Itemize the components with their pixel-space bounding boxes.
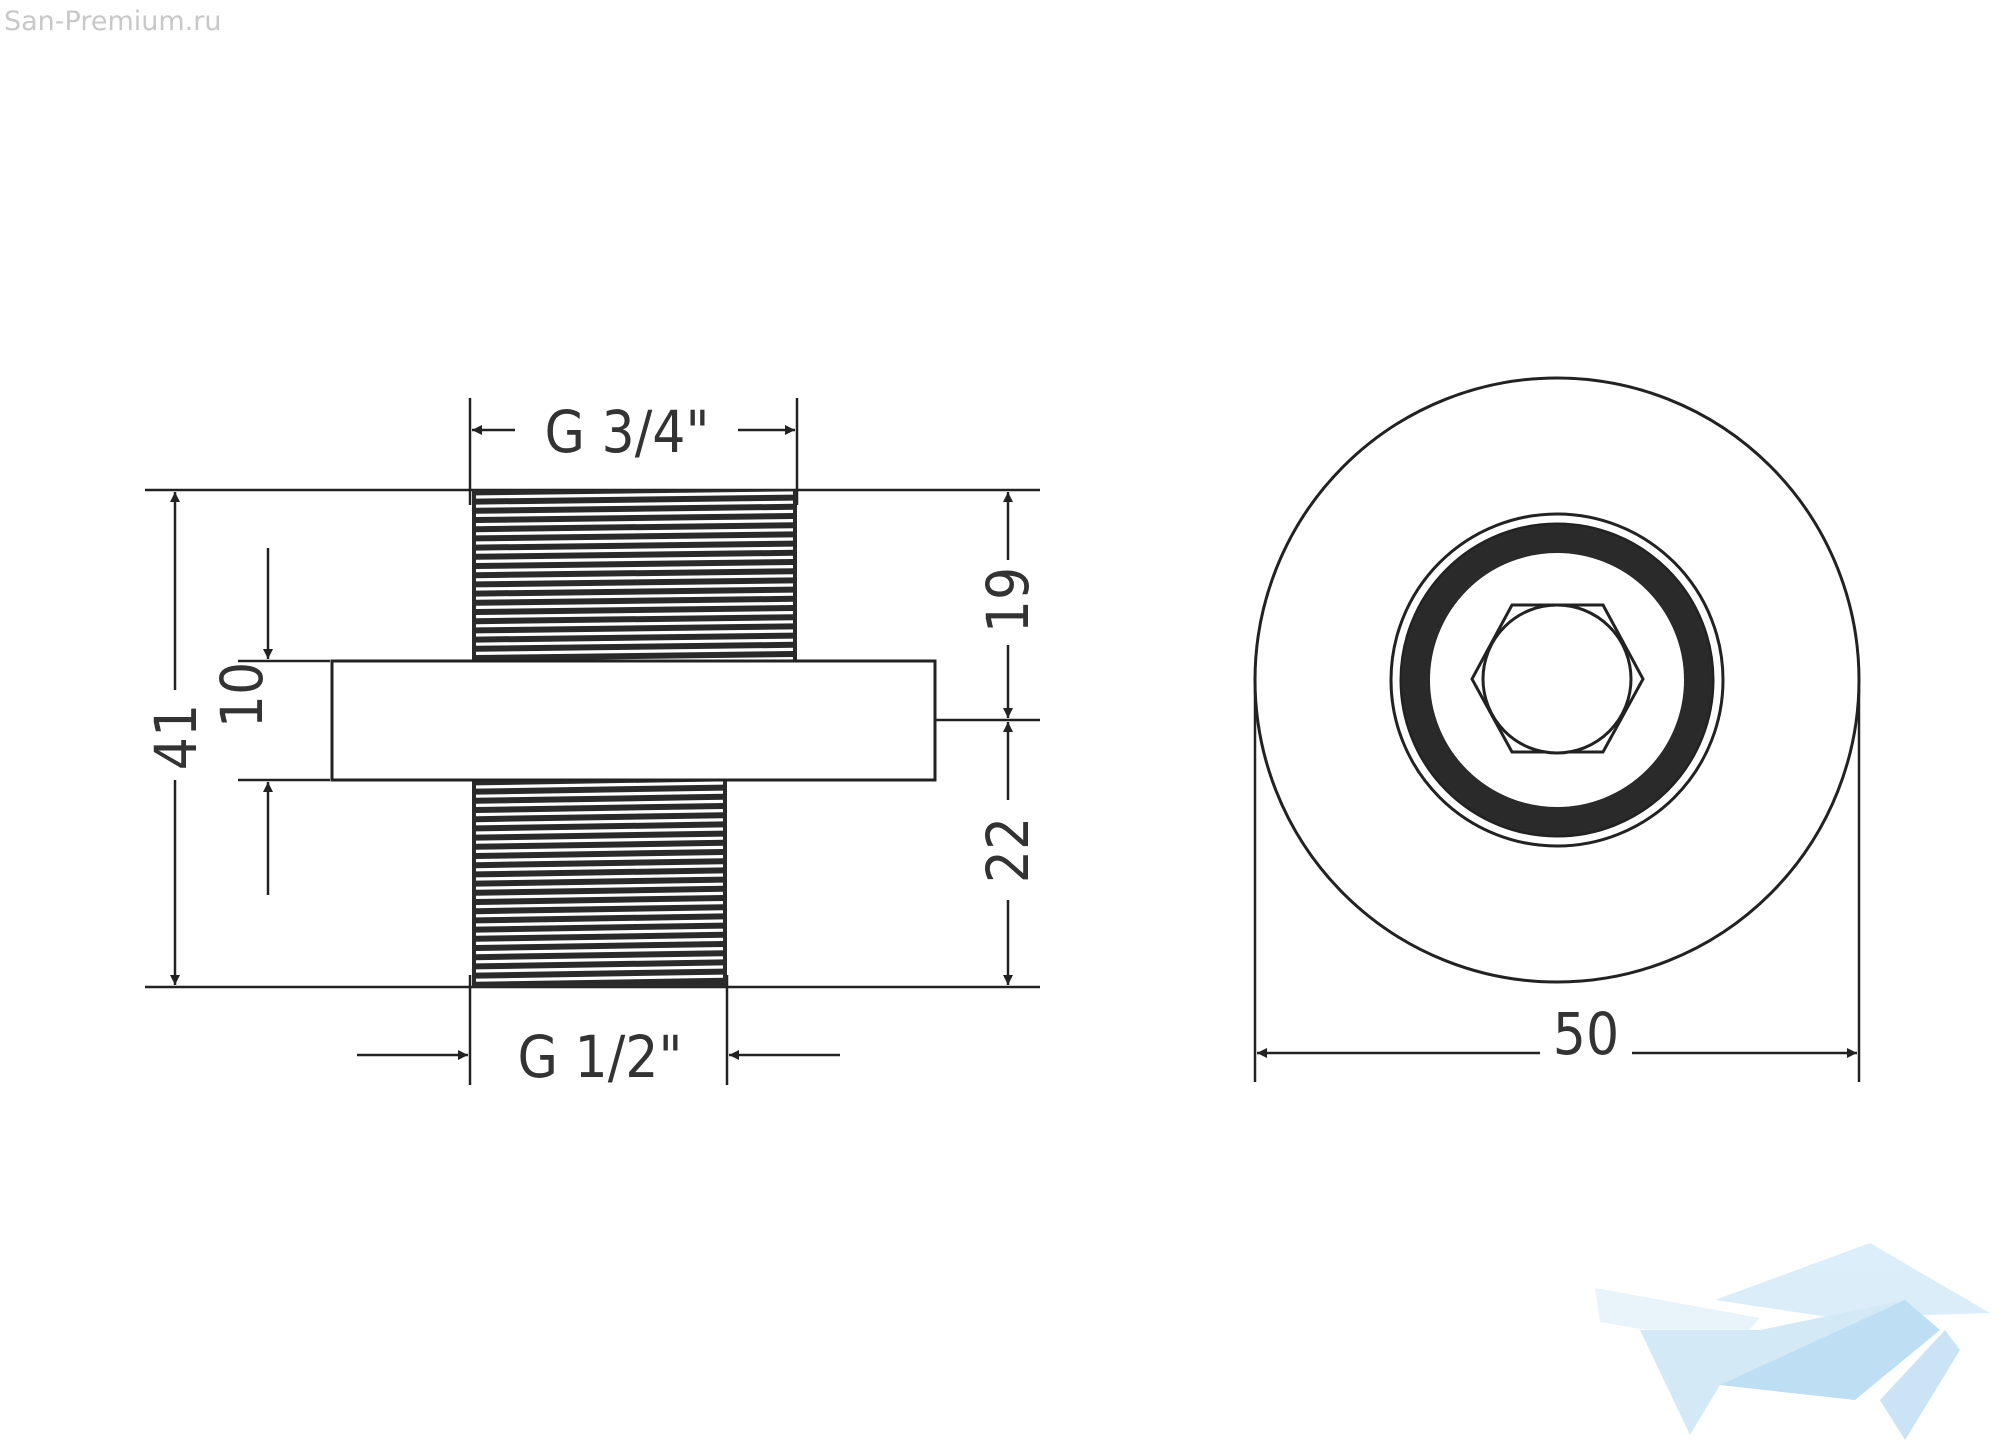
thread-groove: [475, 965, 724, 973]
top-thread-label: G 3/4": [545, 398, 710, 466]
flange-thickness-label: 10: [208, 662, 276, 728]
thread-groove: [475, 611, 794, 619]
top-thread: [472, 490, 797, 665]
thread-groove: [475, 537, 794, 545]
thread-groove: [475, 919, 724, 927]
thread-groove: [475, 910, 724, 918]
thread-groove: [475, 845, 724, 853]
thread-groove: [475, 882, 724, 890]
bottom-thread-label: G 1/2": [518, 1023, 683, 1091]
thread-groove: [475, 519, 794, 527]
thread-groove: [475, 864, 724, 872]
thread-groove: [475, 500, 794, 508]
brand-logo: [1595, 1243, 1990, 1440]
thread-groove: [475, 574, 794, 582]
thread-ring-outer: [1399, 522, 1715, 838]
site-watermark: San-Premium.ru: [4, 6, 222, 37]
thread-groove: [475, 956, 724, 964]
thread-groove: [475, 928, 724, 936]
thread-groove: [475, 855, 724, 863]
thread-groove: [475, 620, 794, 628]
thread-ring-band: [1402, 525, 1712, 835]
thread-groove: [475, 827, 724, 835]
top-length-label: 19: [974, 567, 1042, 633]
outer-flange-circle: [1253, 376, 1861, 984]
flange-body: [330, 659, 937, 782]
thread-groove: [475, 565, 794, 573]
thread-groove: [475, 528, 794, 536]
thread-groove: [475, 947, 724, 955]
bottom-thread: [472, 780, 727, 987]
bottom-length-label: 22: [974, 817, 1042, 883]
thread-groove: [475, 546, 794, 554]
bore-circle: [1481, 603, 1633, 755]
thread-groove: [475, 901, 724, 909]
thread-outer-circle: [1389, 512, 1725, 848]
thread-groove: [475, 601, 794, 609]
thread-groove: [475, 937, 724, 945]
thread-groove: [475, 873, 724, 881]
thread-groove: [475, 790, 724, 798]
thread-groove: [475, 974, 724, 982]
front-view: [1253, 376, 1861, 1082]
thread-groove: [475, 799, 724, 807]
thread-groove: [475, 781, 724, 789]
thread-groove: [475, 836, 724, 844]
thread-groove: [475, 555, 794, 563]
thread-groove: [475, 491, 794, 499]
thread-groove: [475, 891, 724, 899]
height-total-label: 41: [142, 704, 210, 770]
logo-shape-right: [1880, 1330, 1960, 1440]
thread-groove: [475, 647, 794, 655]
thread-groove: [475, 809, 724, 817]
thread-groove: [475, 638, 794, 646]
thread-groove: [475, 629, 794, 637]
diameter-label: 50: [1553, 1000, 1619, 1068]
logo-shape-accent: [1720, 1300, 1940, 1400]
thread-groove: [475, 592, 794, 600]
thread-groove: [475, 583, 794, 591]
logo-shape-top: [1715, 1243, 1990, 1318]
thread-groove: [475, 509, 794, 517]
thread-groove: [475, 818, 724, 826]
